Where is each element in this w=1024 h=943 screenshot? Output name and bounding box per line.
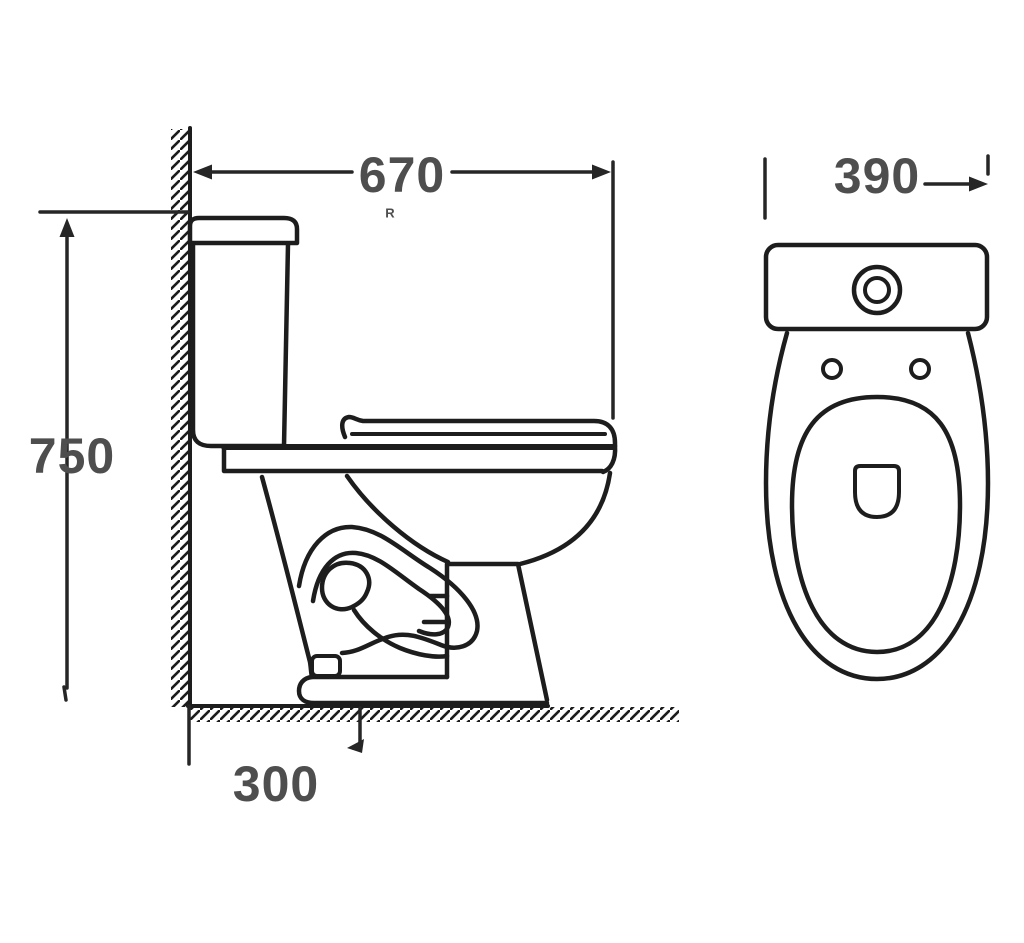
hinge-hole-left [821, 358, 843, 380]
trapway-outer [296, 524, 480, 656]
trapway-loop [319, 560, 372, 612]
dim-670-arrow-left [193, 164, 212, 180]
dim-390-arrow-head [969, 176, 988, 192]
trapway-tail [351, 607, 450, 659]
dim-750-arrow-up [59, 218, 75, 237]
dim-670-label: 670 [359, 147, 445, 203]
dimension-390: 390 [763, 148, 990, 220]
cistern-lid [763, 242, 990, 332]
top-view: 390 [763, 148, 991, 682]
wall-hatch [171, 129, 190, 707]
tank-body [190, 241, 291, 449]
hinge-hole-right [909, 358, 931, 380]
dimension-750: 750 [29, 210, 190, 702]
seat-opening [789, 394, 963, 655]
seat-lid [339, 414, 618, 449]
dim-300-label: 300 [233, 756, 319, 812]
dim-390-label: 390 [834, 148, 920, 204]
dimension-300: 300 [187, 704, 364, 812]
foot-detail [310, 654, 342, 678]
dimension-670: 670 [193, 147, 615, 420]
tank-lid [187, 215, 300, 246]
side-view: 670 750 300 R [29, 126, 679, 812]
dim-670-arrow-right [592, 164, 611, 180]
seat-deck [221, 444, 605, 474]
dim-750-bottom-tick [62, 685, 68, 702]
bowl-outline [763, 330, 991, 682]
dim-750-label: 750 [29, 428, 115, 484]
pedestal-front [444, 561, 550, 703]
flush-outlet-shield [853, 464, 901, 519]
seat-front-edge [600, 443, 618, 475]
dim-300-arrow [347, 739, 364, 753]
bowl-inner-curve [344, 473, 451, 565]
floor-hatch [189, 707, 679, 722]
flush-button-outer [851, 264, 903, 316]
pedestal-foot [296, 674, 550, 706]
bowl-outer-curve [517, 470, 613, 567]
trapway-inner [310, 550, 452, 637]
flush-button-inner [863, 276, 891, 304]
pedestal-left-edge [259, 474, 315, 680]
annotation-r: R [385, 206, 395, 221]
